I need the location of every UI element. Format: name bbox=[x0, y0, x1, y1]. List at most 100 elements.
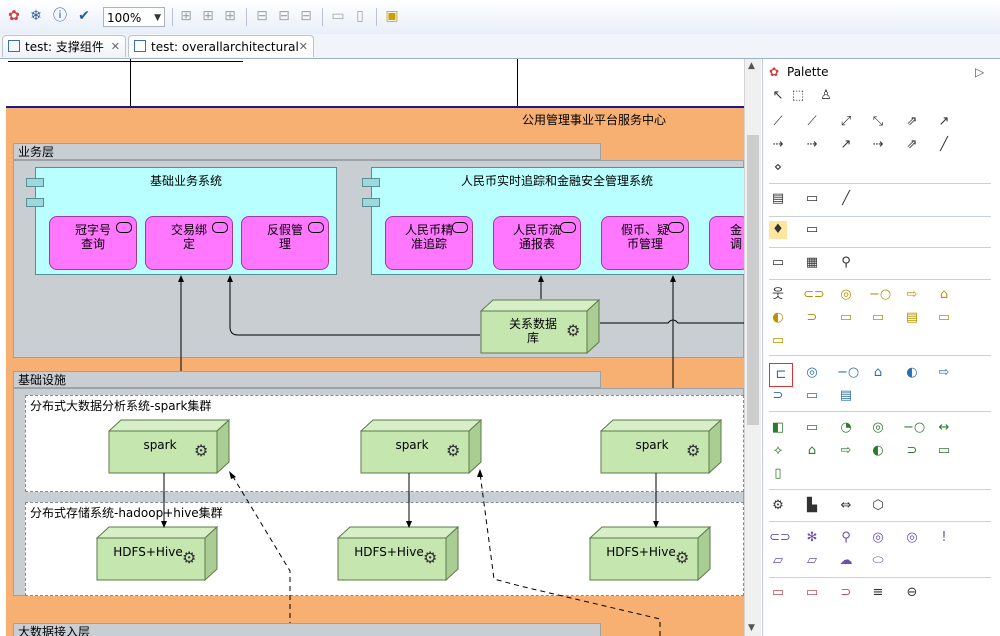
tab-overallarchitectural[interactable]: test: overallarchitectural ✕ bbox=[128, 35, 314, 57]
business-layer-title[interactable]: 业务层 bbox=[13, 143, 601, 160]
equipment-icon[interactable]: ⚙ bbox=[772, 498, 784, 513]
match-height-icon[interactable]: ▯ bbox=[356, 8, 364, 24]
location-icon[interactable]: ♦ bbox=[769, 221, 787, 239]
snowflake-icon[interactable]: ❄ bbox=[30, 8, 42, 24]
triggering-icon[interactable]: ↗ bbox=[840, 137, 852, 152]
business-event-icon[interactable]: ⊃ bbox=[806, 310, 818, 325]
spark-node-2[interactable]: spark ⚙ bbox=[360, 419, 482, 475]
application-collaboration-icon[interactable]: ◎ bbox=[806, 365, 818, 380]
association-icon[interactable]: ╱ bbox=[940, 137, 948, 152]
function-rmb-circulation-report[interactable]: 人民币流 通报表 bbox=[493, 216, 581, 270]
application-component-icon[interactable]: ⊏ bbox=[769, 363, 793, 387]
select-tool-icon[interactable]: ↖ bbox=[772, 88, 784, 103]
access-icon[interactable]: ⇢ bbox=[772, 137, 784, 152]
value-icon[interactable]: ⬭ bbox=[872, 553, 884, 568]
diagram-canvas[interactable]: 公用管理事业平台服务中心 业务层 基础业务系统 冠字号 查询 交易绑 定 反假管… bbox=[0, 59, 744, 636]
assignment-icon[interactable]: ⤡ bbox=[872, 114, 884, 129]
application-process-icon[interactable]: ⇨ bbox=[938, 365, 950, 380]
serving-icon[interactable]: ↗ bbox=[938, 114, 950, 129]
grouping-icon[interactable]: ▭ bbox=[805, 222, 819, 237]
scrollbar-thumb[interactable] bbox=[747, 135, 759, 425]
align-left-icon[interactable]: ⊞ bbox=[180, 8, 192, 24]
align-bottom-icon[interactable]: ⊟ bbox=[300, 8, 312, 24]
relational-database-node[interactable]: 关系数据 库 ⚙ bbox=[480, 299, 600, 355]
assessment-icon[interactable]: ⚲ bbox=[841, 530, 851, 545]
distribution-network-icon[interactable]: ⇔ bbox=[840, 498, 852, 513]
application-service-icon[interactable]: ▭ bbox=[805, 388, 819, 403]
note-icon[interactable]: ▣ bbox=[385, 8, 399, 24]
flow-icon[interactable]: ⇢ bbox=[872, 137, 884, 152]
system-software-icon[interactable]: ◔ bbox=[840, 420, 852, 435]
product-icon[interactable]: ▭ bbox=[771, 333, 785, 348]
business-process-icon[interactable]: ⇨ bbox=[906, 287, 918, 302]
zoom-select[interactable]: 100% ▼ bbox=[103, 7, 165, 27]
marquee-tool-icon[interactable]: ⬚ bbox=[791, 88, 805, 103]
collapse-arrow-icon[interactable]: ▷ bbox=[975, 65, 985, 79]
plateau-icon[interactable]: ≡ bbox=[872, 585, 884, 600]
bigdata-layer-title[interactable]: 大数据接入层 bbox=[13, 623, 601, 636]
material-icon[interactable]: ⬡ bbox=[872, 498, 884, 513]
business-interaction-icon[interactable]: ◐ bbox=[772, 310, 784, 325]
technology-interaction-icon[interactable]: ◐ bbox=[872, 443, 884, 458]
business-actor-icon[interactable]: 웃 bbox=[772, 287, 784, 302]
function-rmb-precise-tracking[interactable]: 人民币精 准追踪 bbox=[385, 216, 473, 270]
stakeholder-icon[interactable]: ⊂⊃ bbox=[769, 530, 791, 545]
function-transaction-bind[interactable]: 交易绑 定 bbox=[145, 216, 233, 270]
business-service-icon[interactable]: ▭ bbox=[839, 310, 853, 325]
business-function-icon[interactable]: ⌂ bbox=[939, 287, 949, 302]
function-serial-query[interactable]: 冠字号 查询 bbox=[49, 216, 137, 270]
align-top-icon[interactable]: ⊟ bbox=[256, 8, 268, 24]
course-of-action-icon[interactable]: ⚲ bbox=[841, 255, 851, 270]
align-middle-icon[interactable]: ⊟ bbox=[278, 8, 290, 24]
align-center-icon[interactable]: ⊞ bbox=[202, 8, 214, 24]
strategy-resource-icon[interactable]: ▭ bbox=[771, 255, 785, 270]
composition-icon[interactable]: ⟋ bbox=[807, 114, 817, 129]
group-tool-icon[interactable]: ▭ bbox=[805, 191, 819, 206]
hdfs-node-3[interactable]: HDFS+Hive ⚙ bbox=[589, 526, 711, 582]
align-right-icon[interactable]: ⊞ bbox=[224, 8, 236, 24]
application-interface-icon[interactable]: −○ bbox=[837, 365, 860, 380]
specialization-icon[interactable]: ⇗ bbox=[906, 137, 918, 152]
technology-collaboration-icon[interactable]: ◎ bbox=[872, 420, 884, 435]
realization-icon[interactable]: ⇗ bbox=[906, 114, 918, 129]
meaning-icon[interactable]: ☁ bbox=[839, 553, 853, 568]
application-event-icon[interactable]: ⊃ bbox=[772, 388, 784, 403]
path-icon[interactable]: ↔ bbox=[938, 420, 950, 435]
aggregation-icon[interactable]: ⤢ bbox=[840, 114, 852, 129]
node-icon[interactable]: ◧ bbox=[771, 420, 785, 435]
match-width-icon[interactable]: ▭ bbox=[331, 8, 345, 24]
business-collaboration-icon[interactable]: ◎ bbox=[840, 287, 852, 302]
gap-icon[interactable]: ⊖ bbox=[906, 585, 918, 600]
artifact-icon[interactable]: ▯ bbox=[774, 466, 782, 481]
driver-icon[interactable]: ✻ bbox=[806, 530, 818, 545]
validate-icon[interactable]: ✔ bbox=[78, 8, 90, 24]
implementation-event-icon[interactable]: ⊃ bbox=[840, 585, 852, 600]
business-role-icon[interactable]: ⊂⊃ bbox=[803, 287, 825, 302]
facility-icon[interactable]: ▙ bbox=[807, 498, 817, 513]
constraint-icon[interactable]: ▱ bbox=[807, 553, 817, 568]
spark-node-3[interactable]: spark ⚙ bbox=[600, 419, 722, 475]
vertical-scrollbar[interactable]: ▲ ▼ bbox=[744, 59, 761, 636]
close-icon[interactable]: ✕ bbox=[110, 40, 120, 53]
function-financial[interactable]: 金 调 bbox=[709, 216, 744, 270]
tab-support-components[interactable]: test: 支撑组件 ✕ bbox=[2, 35, 126, 57]
technology-interface-icon[interactable]: −○ bbox=[903, 420, 926, 435]
technology-process-icon[interactable]: ⇨ bbox=[840, 443, 852, 458]
representation-icon[interactable]: ▭ bbox=[937, 310, 951, 325]
business-interface-icon[interactable]: −○ bbox=[869, 287, 892, 302]
application-interaction-icon[interactable]: ◐ bbox=[906, 365, 918, 380]
info-icon[interactable]: ⓘ bbox=[53, 8, 67, 24]
application-function-icon[interactable]: ⌂ bbox=[873, 365, 883, 380]
junction-icon[interactable]: ⋄ bbox=[773, 160, 783, 175]
influence-icon[interactable]: ⇢ bbox=[806, 137, 818, 152]
hdfs-node-1[interactable]: HDFS+Hive ⚙ bbox=[96, 526, 218, 582]
capability-icon[interactable]: ▦ bbox=[805, 255, 819, 270]
deliverable-icon[interactable]: ▭ bbox=[805, 585, 819, 600]
spark-node-1[interactable]: spark ⚙ bbox=[108, 419, 230, 475]
connection-tool-icon[interactable]: ╱ bbox=[842, 191, 850, 206]
hdfs-node-2[interactable]: HDFS+Hive ⚙ bbox=[337, 526, 459, 582]
data-object-icon[interactable]: ▤ bbox=[839, 388, 853, 403]
scroll-up-icon[interactable]: ▲ bbox=[748, 61, 755, 71]
requirement-icon[interactable]: ▱ bbox=[773, 553, 783, 568]
function-anti-counterfeit[interactable]: 反假管 理 bbox=[241, 216, 329, 270]
